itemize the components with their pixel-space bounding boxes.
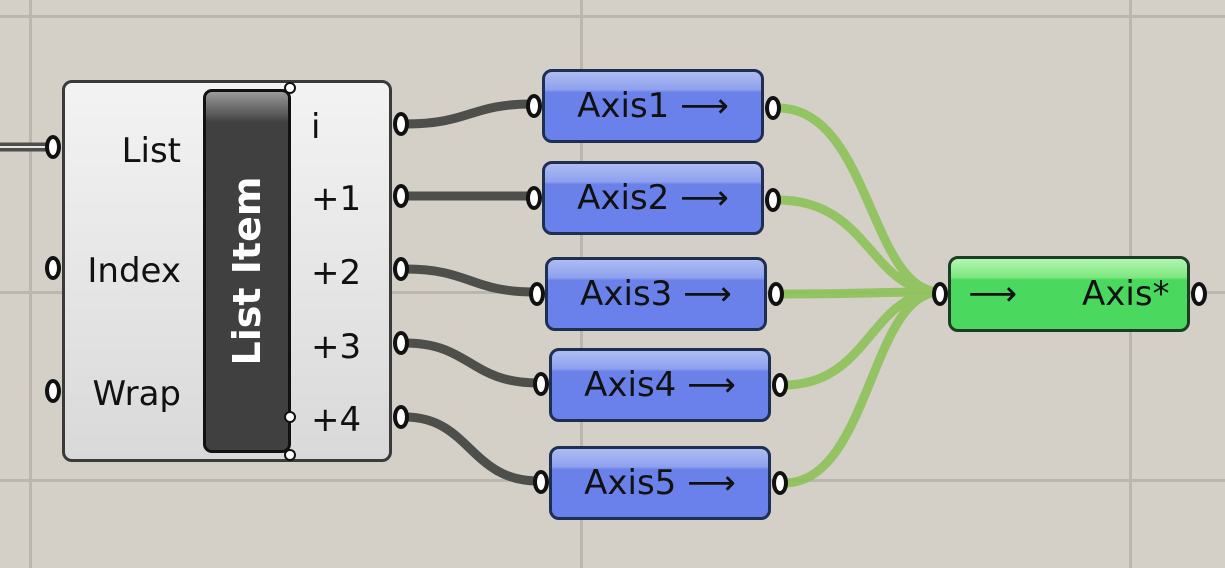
- output-grip-i[interactable]: [393, 112, 409, 136]
- output-label-plus1: +1: [311, 179, 362, 219]
- output-grip-plus3[interactable]: [393, 331, 409, 355]
- axis3-input-grip[interactable]: [529, 282, 545, 306]
- axis-param-3[interactable]: Axis3 ⟶: [545, 257, 767, 331]
- axis-param-1[interactable]: Axis1 ⟶: [542, 69, 764, 143]
- axis-param-label: Axis3 ⟶: [580, 274, 732, 314]
- axis-param-label: Axis1 ⟶: [577, 86, 729, 126]
- axis5-input-grip[interactable]: [533, 470, 549, 494]
- output-label-plus2: +2: [311, 253, 362, 293]
- axis-merge-label: ⟶ Axis*: [968, 274, 1170, 314]
- grid-line: [29, 0, 32, 568]
- axis-merge-input-grip[interactable]: [932, 282, 948, 306]
- axis-param-4[interactable]: Axis4 ⟶: [549, 348, 771, 422]
- input-grip-index[interactable]: [45, 256, 61, 280]
- output-label-i: i: [311, 107, 321, 147]
- axis1-output-grip[interactable]: [765, 96, 781, 120]
- axis3-output-grip[interactable]: [768, 282, 784, 306]
- axis5-output-grip[interactable]: [772, 471, 788, 495]
- wire-plus4-axis5: [400, 412, 543, 486]
- input-grip-list[interactable]: [45, 135, 61, 159]
- input-label-list: List: [121, 131, 181, 171]
- axis2-input-grip[interactable]: [526, 186, 542, 210]
- output-grip-plus1[interactable]: [393, 184, 409, 208]
- grid-line: [0, 15, 1225, 18]
- wire-plus3-axis4: [400, 338, 543, 388]
- axis-merge-output-grip[interactable]: [1191, 282, 1207, 306]
- output-label-plus3: +3: [311, 327, 362, 367]
- input-grip-wrap[interactable]: [45, 379, 61, 403]
- output-grip-plus2[interactable]: [393, 257, 409, 281]
- input-label-index: Index: [87, 251, 181, 291]
- axis4-output-grip[interactable]: [772, 373, 788, 397]
- axis-param-label: Axis4 ⟶: [584, 365, 736, 405]
- list-item-component[interactable]: List Index Wrap List Item i +1 +2 +3 +4: [62, 80, 392, 462]
- axis4-input-grip[interactable]: [533, 372, 549, 396]
- axis-param-label: Axis2 ⟶: [577, 178, 729, 218]
- input-label-wrap: Wrap: [92, 374, 182, 414]
- zui-add-output-bottom[interactable]: [284, 449, 296, 461]
- axis-param-2[interactable]: Axis2 ⟶: [542, 161, 764, 235]
- output-grip-plus4[interactable]: [393, 405, 409, 429]
- component-title: List Item: [225, 176, 269, 366]
- zui-remove-output[interactable]: [284, 411, 296, 423]
- axis-merge-param[interactable]: ⟶ Axis*: [948, 256, 1190, 332]
- axis-param-label: Axis5 ⟶: [584, 463, 736, 503]
- wire-plus2-axis3: [400, 264, 540, 297]
- axis-param-5[interactable]: Axis5 ⟶: [549, 446, 771, 520]
- wire-axis5-merge: [779, 287, 945, 488]
- axis2-output-grip[interactable]: [765, 188, 781, 212]
- zui-add-output-top[interactable]: [284, 82, 296, 94]
- output-label-plus4: +4: [311, 400, 362, 440]
- component-title-bar[interactable]: List Item: [203, 89, 291, 453]
- axis1-input-grip[interactable]: [526, 94, 542, 118]
- wire-i-axis1: [400, 99, 537, 129]
